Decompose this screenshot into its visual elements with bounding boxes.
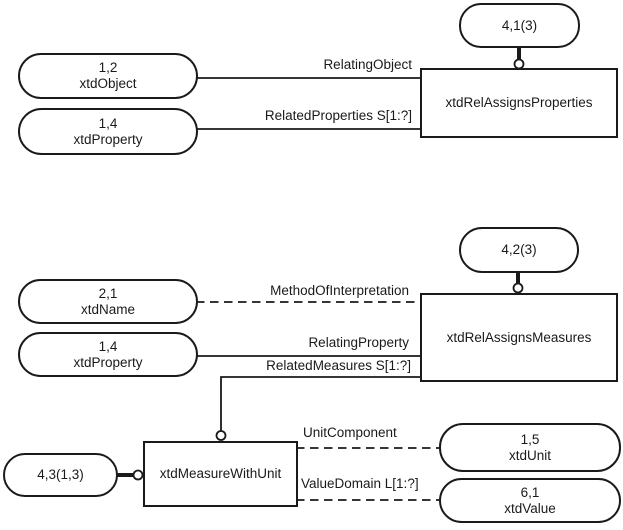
entity-label: xtdRelAssignsMeasures (446, 329, 592, 345)
entity-ref: 1,4 (98, 115, 118, 131)
entity-box-xtdrelassignsmeasures: xtdRelAssignsMeasures (420, 293, 618, 382)
related-measures-circle-connector (215, 430, 227, 441)
page-ref-label: 4,2(3) (501, 242, 537, 258)
entity-label: xtdRelAssignsProperties (445, 95, 593, 111)
page-ref-oval-4-3: 4,3(1,3) (3, 453, 118, 497)
entity-label: xtdValue (504, 500, 556, 516)
entity-ref: 1,4 (98, 338, 118, 354)
entity-ref: 1,5 (520, 431, 540, 447)
entity-ref: 6,1 (520, 484, 540, 500)
entity-oval-xtdproperty-middle: 1,4 xtdProperty (18, 332, 198, 377)
entity-oval-xtdobject: 1,2 xtdObject (18, 53, 198, 99)
entity-label: xtdProperty (73, 354, 143, 370)
relation-label-related-properties: RelatedProperties S[1:?] (264, 108, 412, 123)
entity-box-xtdmeasurewithunit: xtdMeasureWithUnit (143, 441, 298, 507)
relation-label-relating-property: RelatingProperty (308, 335, 409, 350)
page-ref-4-2-circle-connector (512, 282, 524, 294)
entity-label: xtdMeasureWithUnit (159, 466, 282, 482)
entity-ref: 2,1 (98, 285, 118, 301)
entity-label: xtdObject (79, 76, 137, 91)
relation-label-value-domain: ValueDomain L[1:?] (301, 476, 419, 491)
relation-label-related-measures: RelatedMeasures S[1:?] (266, 358, 411, 373)
entity-label: xtdUnit (508, 447, 552, 463)
page-ref-label: 4,3(1,3) (37, 467, 84, 483)
related-measures-line (220, 376, 420, 431)
relation-label-relating-object: RelatingObject (323, 57, 412, 72)
page-ref-4-3-circle-connector (132, 469, 144, 481)
page-ref-oval-4-2: 4,2(3) (459, 227, 579, 273)
relation-label-method-of-interpretation: MethodOfInterpretation (270, 283, 409, 298)
entity-oval-xtdname: 2,1 xtdName (18, 279, 198, 324)
relation-label-unit-component: UnitComponent (303, 425, 397, 440)
entity-oval-xtdproperty-top: 1,4 xtdProperty (18, 108, 198, 155)
entity-box-xtdrelassignsproperties: xtdRelAssignsProperties (420, 68, 618, 138)
entity-ref: 1,2 (98, 60, 118, 76)
entity-oval-xtdunit: 1,5 xtdUnit (439, 423, 621, 472)
page-ref-label: 4,1(3) (501, 17, 538, 33)
entity-label: xtdName (80, 301, 136, 317)
page-ref-oval-4-1: 4,1(3) (459, 3, 580, 48)
entity-oval-xtdvalue: 6,1 xtdValue (439, 478, 621, 523)
entity-label: xtdProperty (73, 131, 143, 147)
